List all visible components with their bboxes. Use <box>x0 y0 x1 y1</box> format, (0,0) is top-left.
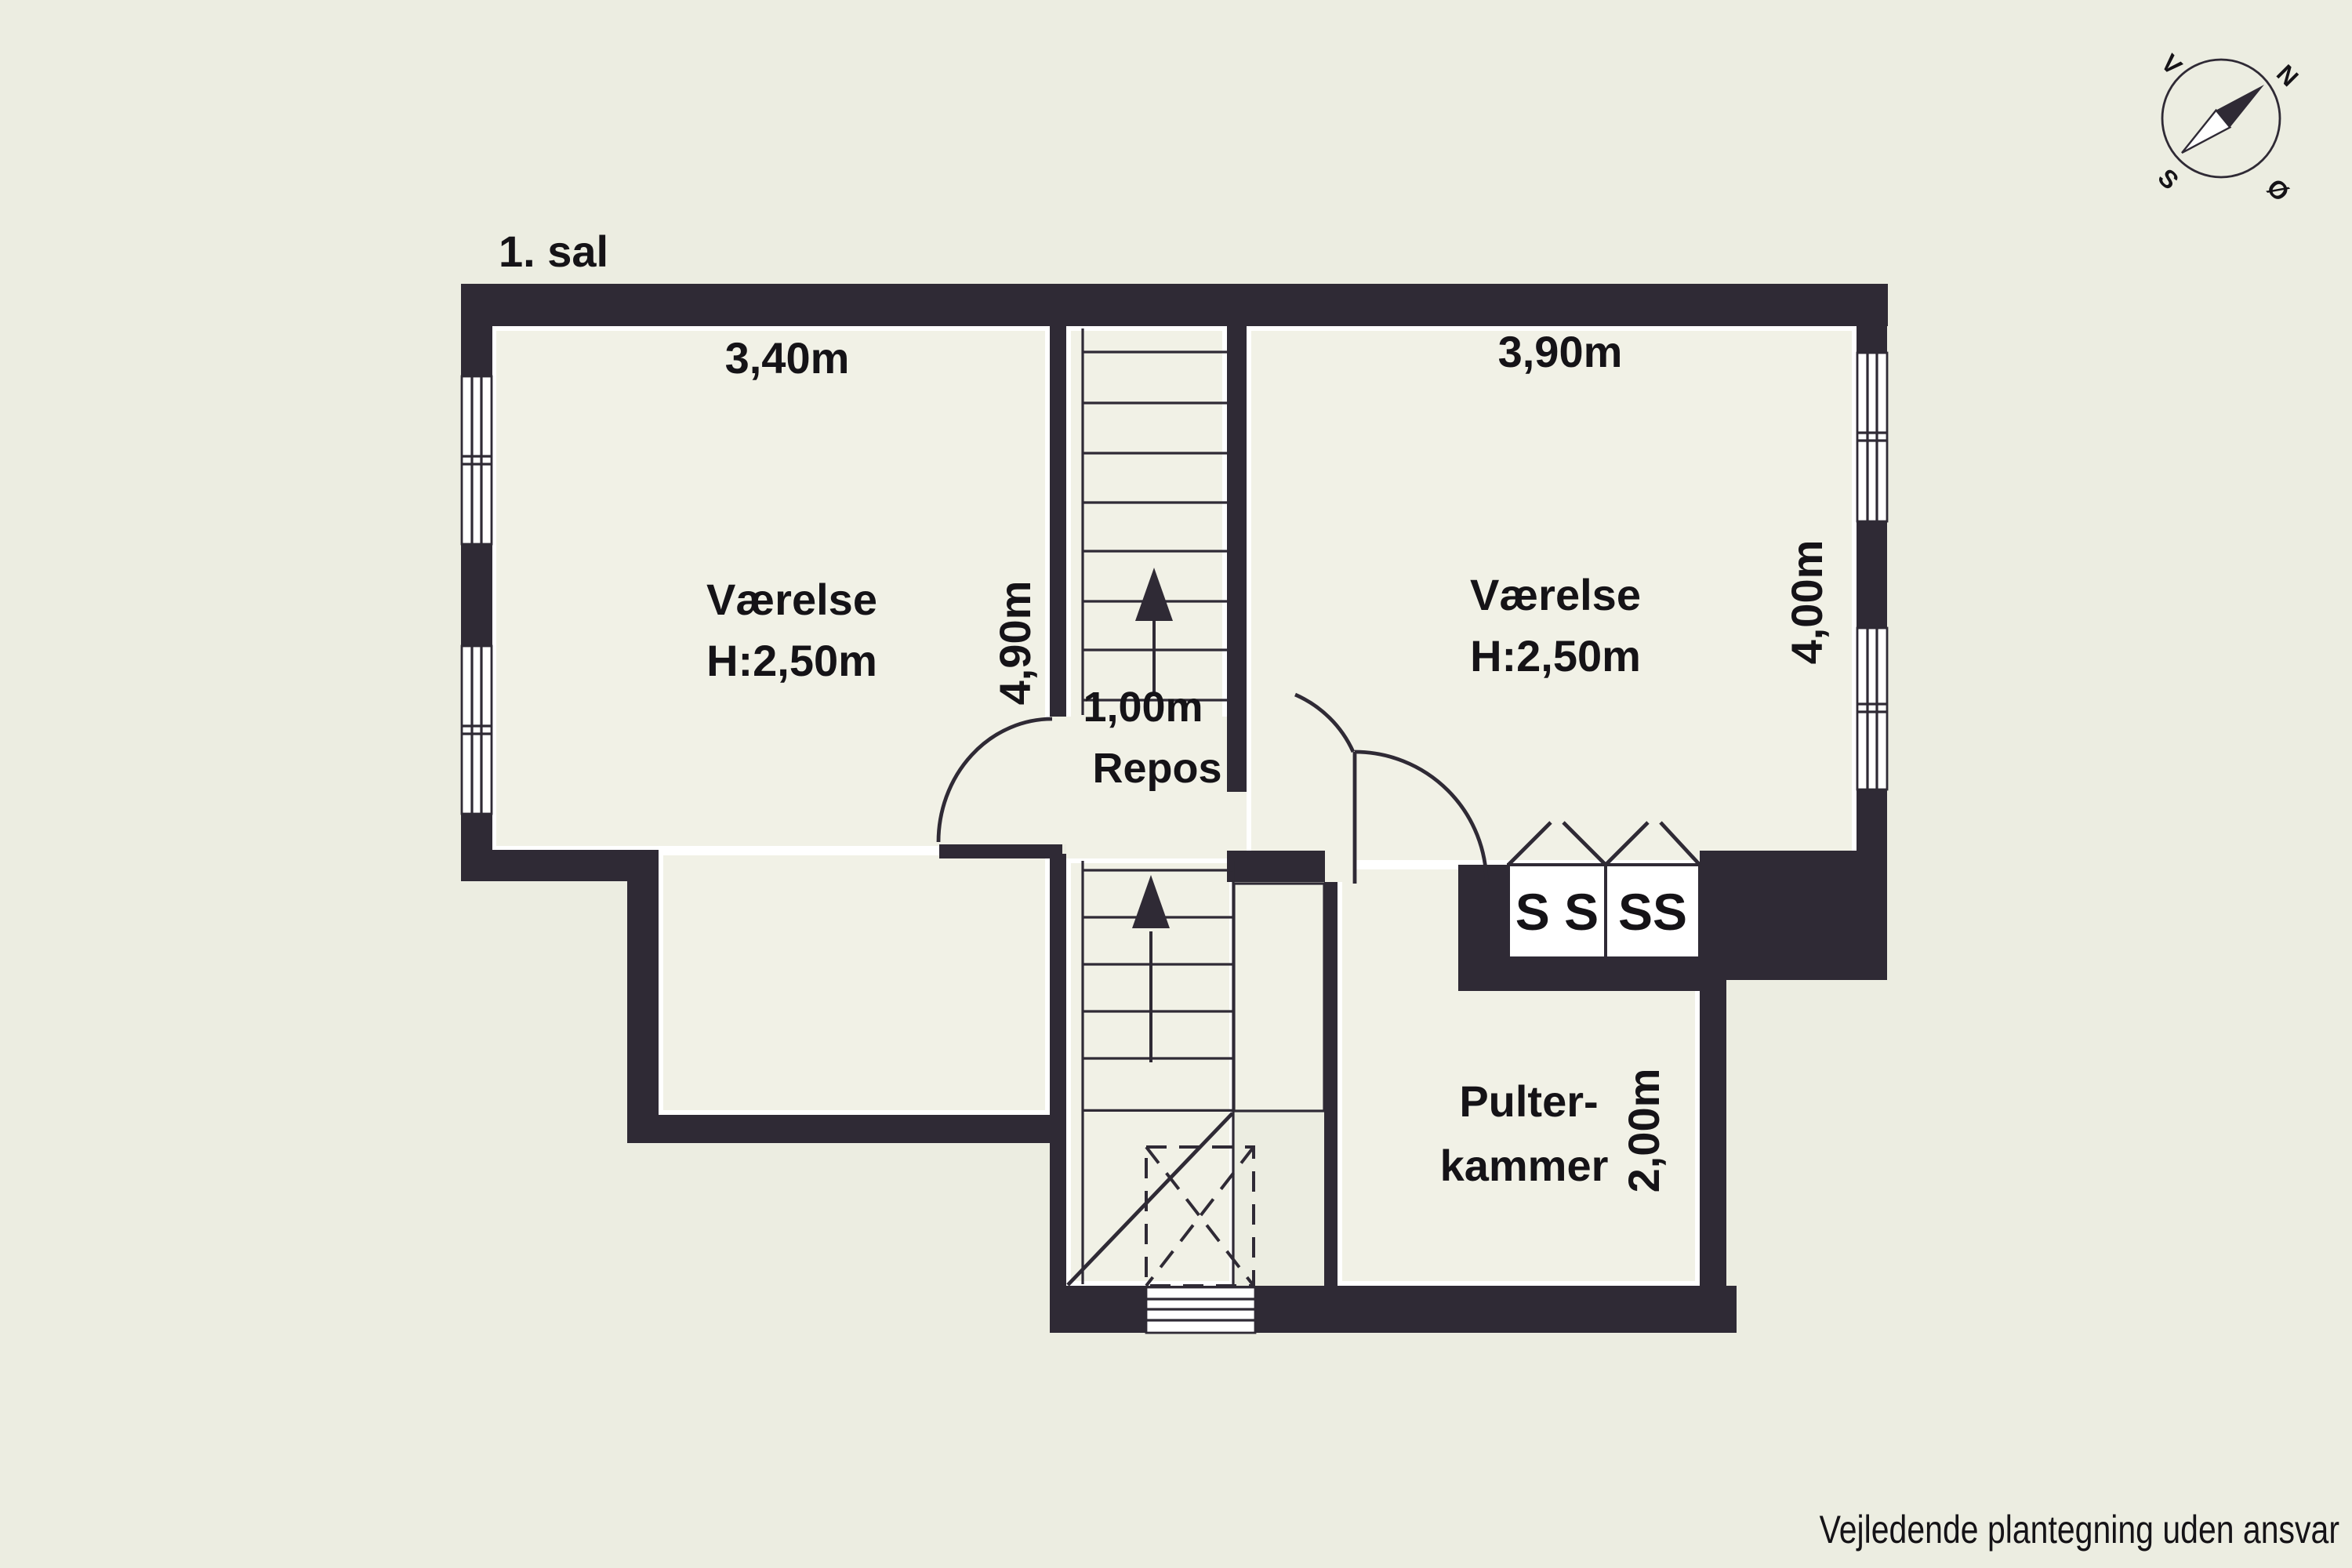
closet-label-right: SS <box>1618 883 1687 941</box>
left-room-height-label: H:2,50m <box>706 636 877 685</box>
left-room-width-label: 3,40m <box>725 333 850 383</box>
wall-rightroom-south <box>1227 851 1325 882</box>
door-arc-storage <box>1354 750 1489 884</box>
compass-needle-south <box>2181 108 2232 154</box>
closet-bifold-doors <box>1507 821 1701 866</box>
wall-storage-west <box>1324 882 1338 1287</box>
loft-hatch-dashed <box>1145 1145 1255 1287</box>
stair-width-label: 1,00m <box>1083 684 1203 731</box>
right-room-floor <box>1247 326 1857 865</box>
wall-closet-bottom-band <box>1508 958 1700 991</box>
closet-box-right <box>1604 863 1701 960</box>
wall-chimney-mass <box>1700 851 1887 980</box>
closet-label-left: S S <box>1515 883 1599 941</box>
left-room-floor <box>492 326 1050 851</box>
storage-name-label-2: kammer <box>1440 1141 1609 1190</box>
page-title: 1. sal <box>499 227 608 276</box>
left-room-depth-label: 4,90m <box>990 581 1040 706</box>
wall-leftroom-south <box>461 850 659 881</box>
window-bottom <box>1145 1286 1257 1334</box>
disclaimer-text: Vejledende plantegning uden ansvar <box>1820 1508 2339 1552</box>
headroom-diagonal-line <box>1066 1112 1234 1287</box>
stairwell-void <box>1232 882 1326 1112</box>
window-right-2 <box>1856 626 1889 791</box>
door-arc-right-room <box>1294 692 1356 753</box>
window-left-1 <box>460 375 493 546</box>
stair-upper-flight <box>1081 328 1227 715</box>
landing-floor <box>1066 717 1247 858</box>
wall-stair-west-upper <box>1050 326 1066 717</box>
right-room-name-label: Værelse <box>1470 570 1641 619</box>
compass-needle-north <box>2216 85 2264 128</box>
left-room-name-label: Værelse <box>706 575 877 624</box>
door-arc-left-room <box>936 717 1053 843</box>
closets: S S SS <box>1507 821 1701 960</box>
wall-stair-west-lower <box>1050 854 1066 1333</box>
wall-nook-south <box>627 1115 1066 1143</box>
wall-landing-south-bar <box>939 844 1062 858</box>
right-room-depth-label: 4,00m <box>1782 540 1831 665</box>
left-doorway-floor <box>1043 717 1066 844</box>
doors <box>936 692 1489 884</box>
compass-circle <box>2161 58 2281 179</box>
storage-depth-label: 2,00m <box>1619 1069 1668 1193</box>
windows <box>460 351 1889 1334</box>
window-right-1 <box>1856 351 1889 523</box>
stair-up-arrow-lower <box>1132 875 1170 1062</box>
window-left-2 <box>460 644 493 815</box>
stair-lower-flight <box>1066 861 1326 1287</box>
right-room-width-label: 3,90m <box>1498 327 1623 376</box>
floor-areas <box>492 326 1857 1286</box>
stair-up-arrow-upper <box>1135 568 1173 696</box>
wall-nook-west <box>627 881 659 1143</box>
landing-name-label: Repos <box>1092 745 1221 792</box>
right-doorway-floor <box>1325 851 1355 882</box>
wall-storage-east <box>1700 980 1726 1333</box>
storage-name-label-1: Pulter- <box>1459 1076 1598 1126</box>
right-room-height-label: H:2,50m <box>1470 631 1641 681</box>
wall-closet-left-block <box>1458 865 1508 991</box>
wall-stair-east <box>1227 326 1247 792</box>
wall-top <box>461 284 1888 326</box>
left-room-nook-floor <box>659 851 1050 1115</box>
